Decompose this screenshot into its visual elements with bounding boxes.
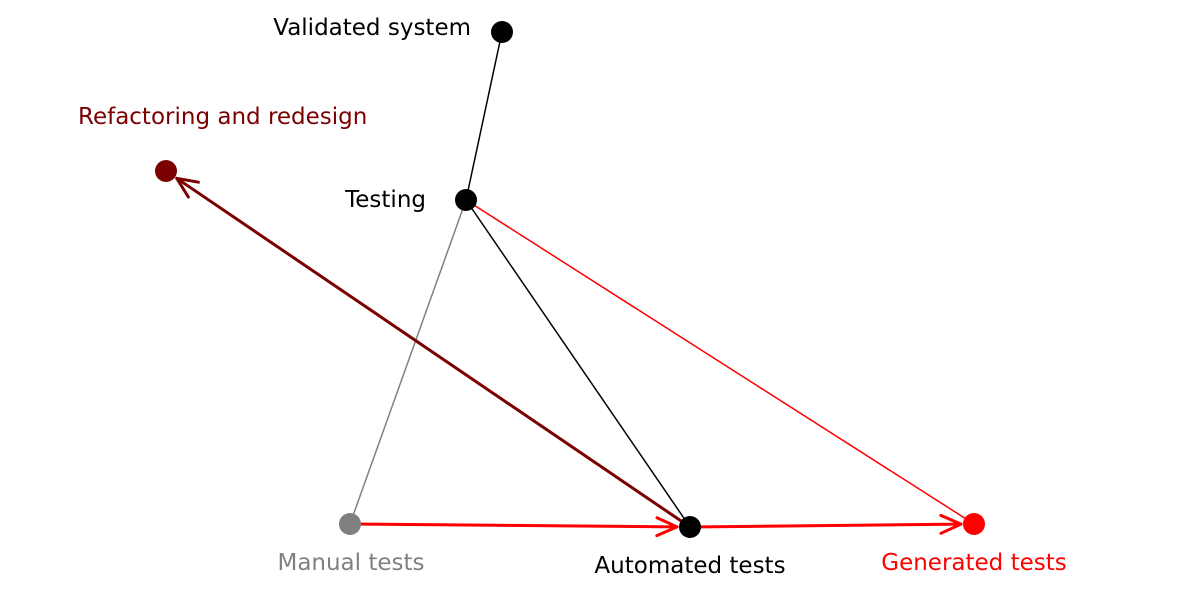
arrowhead-refactoring: [175, 176, 200, 199]
edge-automated-to-generated: [688, 522, 963, 529]
label-refactoring: Refactoring and redesign: [78, 104, 367, 130]
label-testing: Testing: [344, 187, 426, 213]
label-validated: Validated system: [273, 15, 471, 41]
edge-manual-to-testing: [349, 199, 467, 525]
node-manual: [339, 513, 361, 535]
nodes-layer: [155, 21, 985, 538]
node-validated: [491, 21, 513, 43]
edge-automated-to-testing: [465, 199, 691, 528]
arrowhead-generated: [939, 513, 963, 535]
edge-generated-to-testing: [465, 199, 975, 525]
edge-testing-to-validated: [465, 31, 503, 201]
node-refactoring: [155, 160, 177, 182]
edge-automated-to-refactoring: [175, 176, 692, 529]
edge-manual-to-automated: [348, 522, 679, 529]
node-generated: [963, 513, 985, 535]
node-testing: [455, 189, 477, 211]
node-automated: [679, 516, 701, 538]
arrowhead-automated: [655, 516, 679, 538]
label-automated: Automated tests: [594, 553, 785, 579]
label-generated: Generated tests: [881, 550, 1066, 576]
label-manual: Manual tests: [277, 550, 424, 576]
edges-layer: [175, 31, 975, 538]
